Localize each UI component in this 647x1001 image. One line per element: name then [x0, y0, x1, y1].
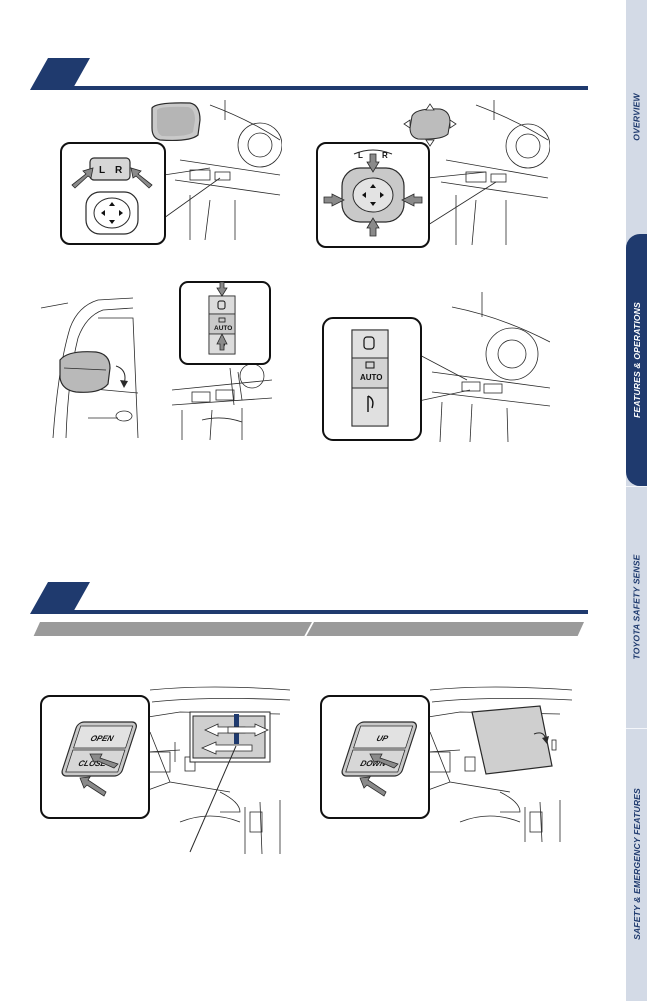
sidebar-tab-safety-emergency[interactable]	[626, 728, 647, 1001]
section-2-tab	[30, 582, 90, 614]
section-sidebar: OVERVIEW FEATURES & OPERATIONS TOYOTA SA…	[626, 0, 647, 1001]
window-switch-illustration: OPEN CLOSE	[40, 682, 292, 854]
sidebar-tab-features-operations[interactable]	[626, 234, 647, 486]
sidebar-label-toyota-safety-sense: TOYOTA SAFETY SENSE	[631, 554, 642, 660]
mirror-left-label: L	[99, 165, 105, 176]
mirror-auto-switch-illustration: AUTO	[322, 292, 550, 442]
up-label: UP	[375, 734, 389, 743]
open-label: OPEN	[89, 734, 116, 743]
tilt-switch-illustration: UP DOWN	[320, 682, 574, 842]
svg-text:R: R	[382, 151, 388, 160]
svg-text:AUTO: AUTO	[360, 373, 383, 382]
sidebar-tab-overview[interactable]	[626, 0, 647, 234]
section-1-tab	[30, 58, 90, 90]
auto-label: AUTO	[214, 325, 232, 332]
fold-switch-illustration: AUTO	[172, 280, 272, 440]
sidebar-label-features-operations: FEATURES & OPERATIONS	[631, 302, 642, 418]
svg-text:L: L	[358, 151, 363, 160]
sidebar-tab-toyota-safety-sense[interactable]	[626, 486, 647, 729]
sidebar-label-overview: OVERVIEW	[631, 93, 642, 141]
subsection-left-bar	[33, 622, 312, 636]
close-label: CLOSE	[77, 759, 108, 768]
subsection-right-bar	[306, 622, 584, 636]
folding-mirror-illustration	[38, 288, 144, 440]
mirror-right-label: R	[115, 165, 123, 176]
section-1-rule	[40, 86, 588, 90]
mirror-switch-illustration: L R	[60, 100, 282, 245]
section-2-rule	[40, 610, 588, 614]
mirror-adjust-illustration: L R	[316, 100, 550, 248]
sidebar-label-safety-emergency: SAFETY & EMERGENCY FEATURES	[631, 788, 642, 940]
down-label: DOWN	[359, 759, 388, 768]
